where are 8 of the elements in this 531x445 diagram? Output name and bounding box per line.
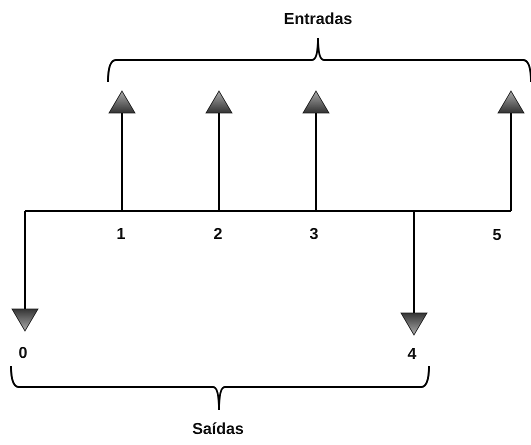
period-number: 2 xyxy=(214,227,222,243)
group-label: Entradas xyxy=(284,12,352,28)
period-number: 3 xyxy=(310,227,318,243)
period-number: 4 xyxy=(408,347,416,363)
period-number: 1 xyxy=(116,227,126,243)
group-label: Saídas xyxy=(192,422,244,438)
period-number: 0 xyxy=(18,346,28,362)
period-number: 5 xyxy=(492,228,502,244)
